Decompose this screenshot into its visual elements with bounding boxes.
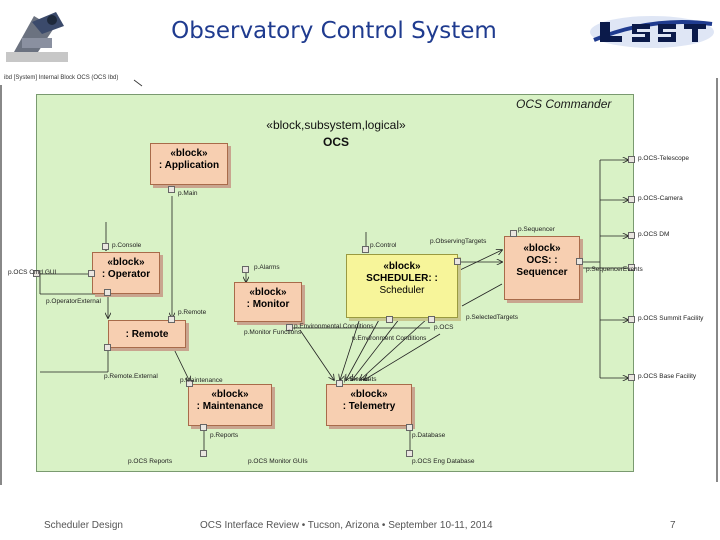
port-label: p.OCS Base Facility	[638, 373, 697, 380]
block-stereotype: «block»	[249, 287, 287, 298]
port-label: p.Database	[412, 432, 446, 439]
block-stereotype: «block»	[211, 389, 249, 400]
port-label: p.OCS	[434, 324, 454, 331]
block-stereotype: «block»	[523, 243, 561, 254]
port-square	[186, 380, 193, 387]
port-square	[102, 243, 109, 250]
block-name: : Remote	[125, 329, 169, 340]
port-label: p.Environment Conditions	[352, 335, 427, 342]
remote-block[interactable]: : Remote	[108, 320, 186, 348]
lsst-logo-icon	[588, 10, 716, 52]
block-name: : Operator	[101, 269, 151, 280]
port-label: p.Control	[370, 242, 397, 249]
port-square	[406, 450, 413, 457]
page-number: 7	[670, 520, 676, 531]
port-square	[628, 156, 635, 163]
port-label: p.OCS Monitor GUIs	[248, 458, 308, 465]
port-label: p.Elements	[344, 376, 377, 383]
port-square	[628, 232, 635, 239]
port-label: p.Alarms	[254, 264, 280, 271]
port-square	[428, 316, 435, 323]
sequencer-block[interactable]: «block» OCS: : Sequencer	[504, 236, 580, 300]
block-name-line2: Scheduler	[379, 285, 425, 296]
block-name: : Application	[158, 160, 220, 171]
port-label: p.OCS Eng Database	[412, 458, 475, 465]
port-label: p.Main	[178, 190, 198, 197]
system-stereotype: «block,subsystem,logical»	[266, 118, 406, 132]
port-square	[628, 196, 635, 203]
port-square	[336, 380, 343, 387]
port-square	[576, 258, 583, 265]
diagram-frame-label: ibd [System] Internal Block OCS (OCS Ibd…	[4, 75, 119, 81]
block-name: SCHEDULER: :	[366, 273, 438, 284]
port-square	[510, 230, 517, 237]
footer-center: OCS Interface Review • Tucson, Arizona •…	[200, 520, 493, 531]
block-stereotype: «block»	[170, 148, 208, 159]
block-name: : Telemetry	[342, 401, 396, 412]
port-square	[104, 289, 111, 296]
telemetry-block[interactable]: «block» : Telemetry	[326, 384, 412, 426]
port-square	[628, 374, 635, 381]
port-square	[454, 258, 461, 265]
port-label: p.SelectedTargets	[466, 314, 519, 321]
port-label: p.Maintenance	[180, 377, 223, 384]
observatory-logo-icon	[4, 8, 74, 68]
container-title: OCS Commander	[516, 97, 612, 111]
port-square	[168, 316, 175, 323]
port-square	[104, 344, 111, 351]
port-label: p.OCS-Telescope	[638, 155, 689, 162]
port-label: p.OCS DM	[638, 231, 670, 238]
port-square	[242, 266, 249, 273]
application-block[interactable]: «block» : Application	[150, 143, 228, 185]
port-square	[628, 264, 635, 271]
page-title: Observatory Control System	[171, 18, 497, 44]
block-name: : Monitor	[246, 299, 290, 310]
port-square	[286, 324, 293, 331]
port-label: p.OCS Reports	[128, 458, 173, 465]
frame-right-border	[716, 78, 718, 482]
port-label: p.Reports	[210, 432, 239, 439]
port-square	[200, 450, 207, 457]
port-label: p.Remote.External	[104, 373, 158, 380]
footer-left: Scheduler Design	[44, 520, 123, 531]
system-name: OCS	[322, 135, 349, 149]
port-label: p.Environmental Conditions	[294, 323, 374, 330]
block-name-line2: Sequencer	[516, 267, 568, 278]
port-square	[362, 246, 369, 253]
port-square	[200, 424, 207, 431]
block-stereotype: «block»	[383, 261, 421, 272]
operator-block[interactable]: «block» : Operator	[92, 252, 160, 294]
port-label: p.OCS-Camera	[638, 195, 683, 202]
port-label: p.ObservingTargets	[430, 238, 487, 245]
port-square	[168, 186, 175, 193]
port-label: p.Sequencer	[518, 226, 555, 233]
maintenance-block[interactable]: «block» : Maintenance	[188, 384, 272, 426]
block-name: : Maintenance	[196, 401, 264, 412]
port-label: p.OCS Cmd GUI	[8, 269, 57, 276]
scheduler-block[interactable]: «block» SCHEDULER: : Scheduler	[346, 254, 458, 318]
frame-left-border	[0, 85, 2, 485]
block-stereotype: «block»	[350, 389, 388, 400]
port-label: p.Remote	[178, 309, 207, 316]
monitor-block[interactable]: «block» : Monitor	[234, 282, 302, 322]
port-square	[88, 270, 95, 277]
port-square	[406, 424, 413, 431]
port-label: p.Console	[112, 242, 142, 249]
port-square	[33, 270, 40, 277]
port-label: p.OCS Summit Facility	[638, 315, 704, 322]
port-label: p.OperatorExternal	[46, 298, 101, 305]
port-square	[628, 316, 635, 323]
block-name: OCS: :	[526, 255, 558, 266]
port-square	[386, 316, 393, 323]
port-label: p.Monitor Functions	[244, 329, 302, 336]
port-label: p.SequencerEvents	[586, 266, 643, 273]
block-stereotype: «block»	[107, 257, 145, 268]
